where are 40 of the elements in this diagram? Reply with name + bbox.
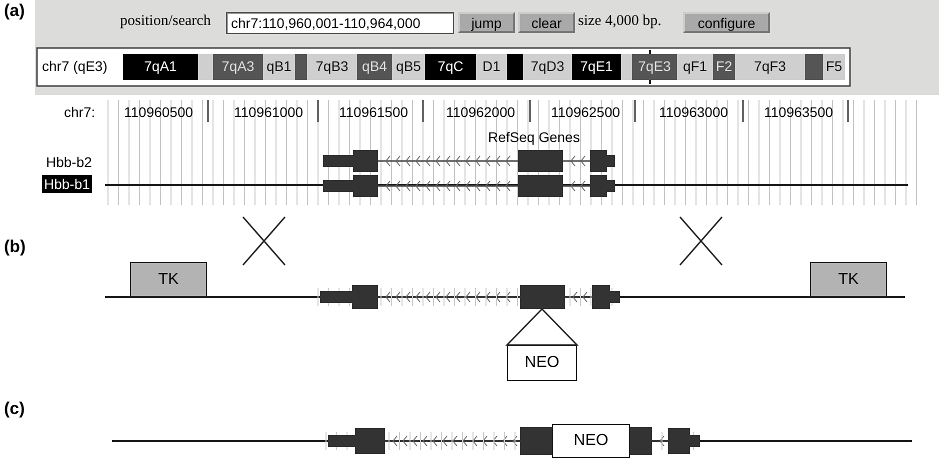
- tick-label: 110962000: [446, 105, 516, 119]
- tick-label: 110960500: [124, 105, 194, 119]
- tick-label: 110961000: [234, 105, 304, 119]
- gene-box: TK: [130, 262, 207, 297]
- input-field: chr7:110,960,001-110,964,000: [226, 12, 454, 34]
- chromosome-band: 7qF3: [735, 54, 805, 80]
- chromosome-band: qB5: [392, 54, 425, 80]
- chromosome-band: 7qC: [425, 54, 476, 80]
- chromosome-band: qB1: [263, 54, 295, 80]
- chromosome-band: F2: [713, 54, 735, 80]
- tick-label: 110961500: [339, 105, 408, 119]
- gene-box: NEO: [552, 424, 630, 458]
- panel-letter: (b): [4, 238, 26, 255]
- chromosome-band: 7qB3: [307, 54, 357, 80]
- track-name: Hbb-b2: [45, 153, 93, 171]
- tick-label: 110962500: [551, 105, 620, 119]
- chromosome-band: F5: [823, 54, 845, 80]
- track-title: RefSeq Genes: [488, 130, 580, 144]
- gene-box: TK: [810, 262, 887, 297]
- track-name: Hbb-b1: [42, 175, 92, 193]
- chromosome-band: 7qE1: [572, 54, 621, 80]
- tick-label: 110963500: [764, 105, 834, 119]
- size-text: size 4,000 bp.: [578, 14, 662, 29]
- panel-letter: (a): [4, 2, 25, 19]
- tick-label: 110963000: [659, 105, 728, 119]
- gene-box: NEO: [507, 345, 577, 381]
- panel-letter: (c): [4, 400, 25, 417]
- chromosome-band: 7qA1: [123, 54, 198, 80]
- configure-button: configure: [683, 12, 770, 33]
- chromosome-band: qF1: [677, 54, 713, 80]
- chromosome-band: qB4: [357, 54, 392, 80]
- ruler-label: chr7:: [64, 105, 96, 119]
- chromosome-name: chr7 (qE3): [42, 59, 108, 73]
- jump-button: jump: [458, 12, 515, 33]
- chromosome-band: 7qD3: [523, 54, 572, 80]
- chromosome-band: 7qE3: [632, 54, 677, 80]
- chromosome-band: 7qA3: [213, 54, 263, 80]
- chromosome-band: D1: [476, 54, 507, 80]
- clear-button: clear: [518, 12, 575, 33]
- field-label: position/search: [120, 14, 211, 29]
